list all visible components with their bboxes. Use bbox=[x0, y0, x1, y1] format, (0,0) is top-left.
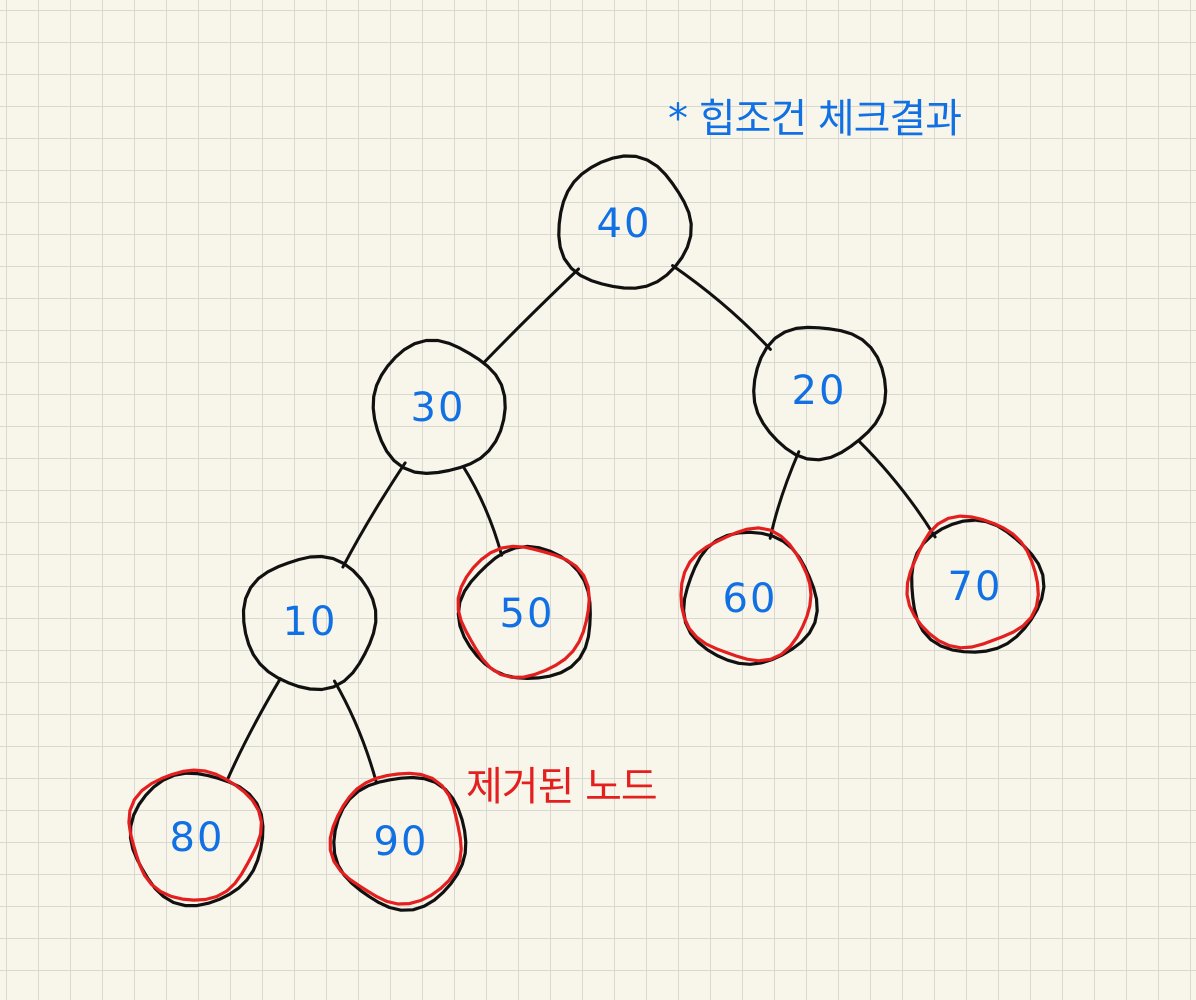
removed-mark-50 bbox=[456, 544, 591, 679]
removed-mark-60 bbox=[679, 526, 813, 663]
tree-node-80: 80 bbox=[127, 768, 265, 908]
edge-n40-n30 bbox=[482, 267, 580, 365]
removed-mark-70 bbox=[905, 514, 1040, 650]
edge-n20-n60 bbox=[768, 450, 801, 540]
node-label-40: 40 bbox=[597, 201, 652, 247]
tree-node-40: 40 bbox=[557, 154, 693, 290]
edge-n10-n90 bbox=[333, 679, 378, 785]
node-label-10: 10 bbox=[283, 599, 338, 645]
node-label-70: 70 bbox=[948, 564, 1003, 610]
tree-node-50: 50 bbox=[456, 544, 592, 680]
heap-condition-note: * 힙조건 체크결과 bbox=[668, 96, 961, 142]
removed-mark-80 bbox=[127, 768, 263, 902]
nodes-layer: 40 30 20 10 50 60 70 80 90 bbox=[127, 154, 1046, 912]
edge-n30-n50 bbox=[461, 465, 504, 557]
node-label-50: 50 bbox=[500, 591, 555, 637]
edge-n30-n10 bbox=[341, 461, 407, 569]
edge-n10-n80 bbox=[225, 677, 282, 783]
node-circle-10 bbox=[241, 554, 378, 692]
tree-node-10: 10 bbox=[241, 554, 378, 692]
node-circle-30 bbox=[371, 338, 507, 475]
tree-node-70: 70 bbox=[905, 514, 1046, 654]
tree-node-20: 20 bbox=[752, 325, 888, 462]
tree-node-60: 60 bbox=[679, 526, 819, 666]
node-circle-20 bbox=[752, 325, 888, 462]
tree-node-30: 30 bbox=[371, 338, 507, 475]
node-label-20: 20 bbox=[792, 368, 847, 414]
node-label-80: 80 bbox=[170, 815, 225, 861]
removed-mark-90 bbox=[328, 771, 463, 906]
node-label-30: 30 bbox=[411, 385, 466, 431]
node-label-60: 60 bbox=[723, 576, 778, 622]
removed-nodes-note: 제거된 노드 bbox=[466, 764, 657, 810]
node-circle-40 bbox=[557, 154, 693, 290]
edge-n40-n20 bbox=[671, 264, 772, 351]
node-label-90: 90 bbox=[374, 819, 429, 865]
edge-n20-n70 bbox=[857, 439, 937, 539]
edges-layer bbox=[225, 264, 937, 785]
tree-node-90: 90 bbox=[328, 771, 468, 912]
